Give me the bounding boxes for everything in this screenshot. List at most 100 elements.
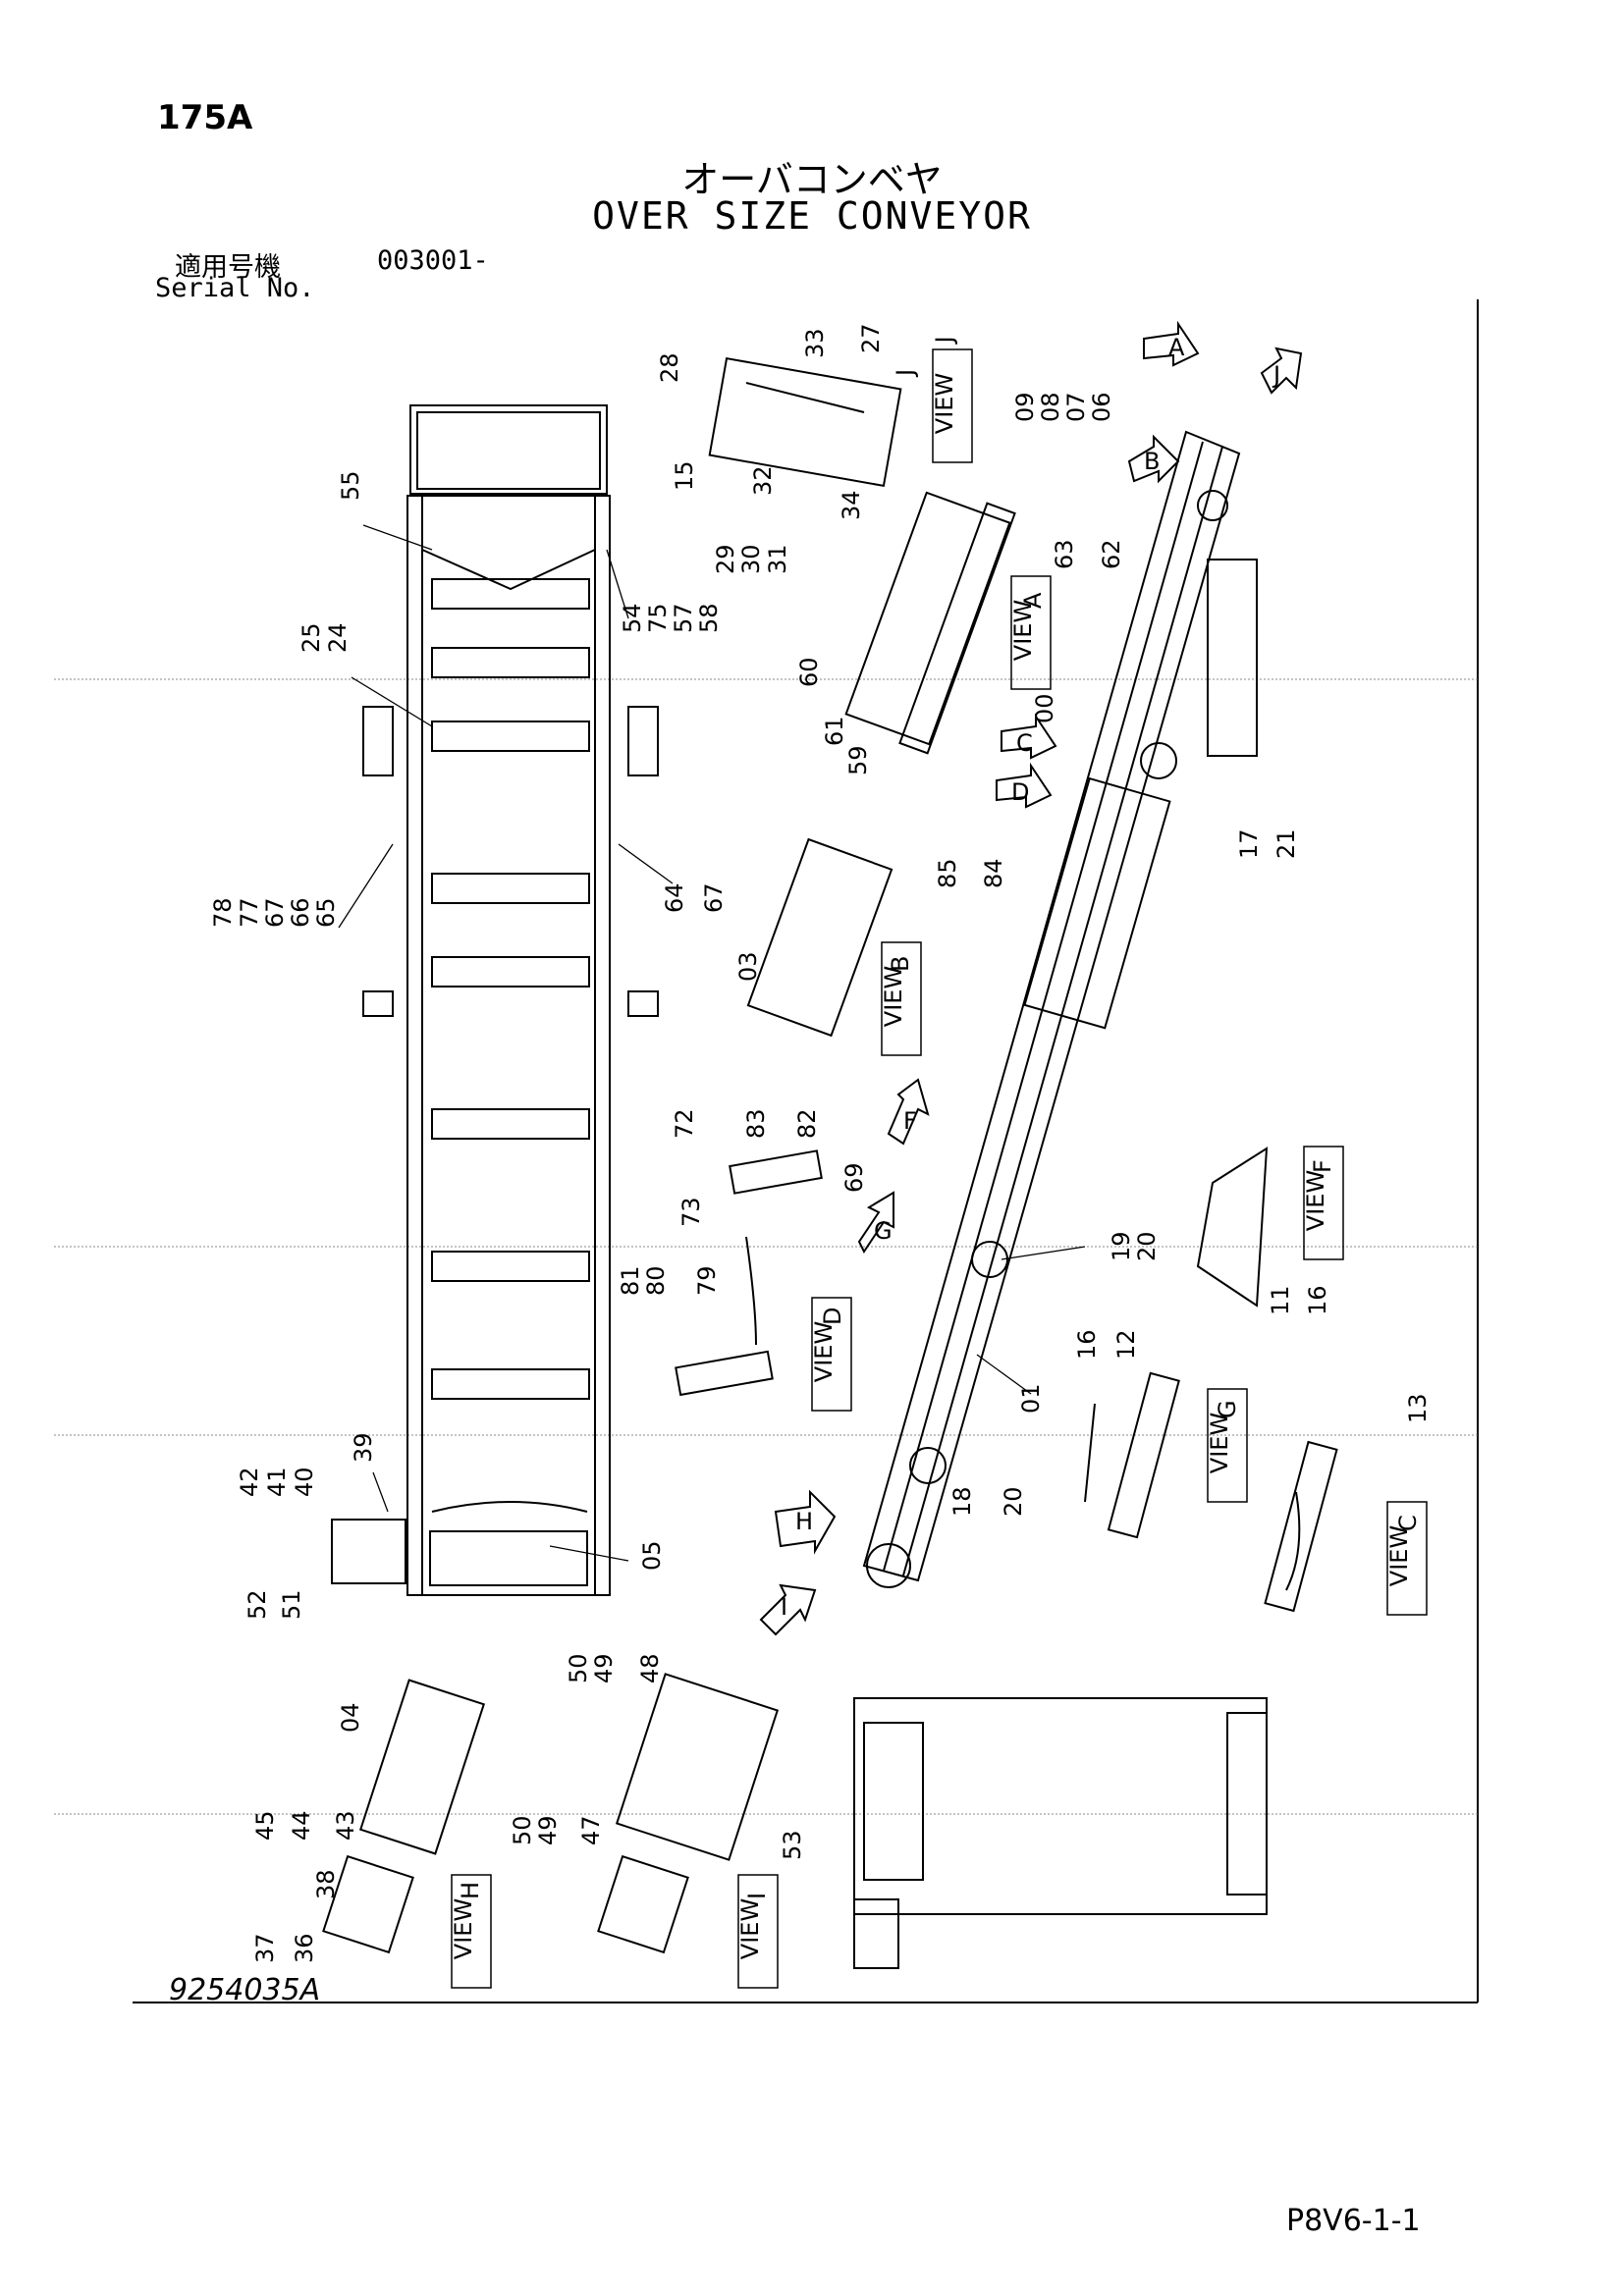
callout: 81 <box>617 1265 644 1296</box>
callout: 12 <box>1112 1329 1140 1360</box>
svg-text:H: H <box>795 1508 813 1535</box>
callout: 47 <box>577 1815 605 1845</box>
callout: 37 <box>251 1933 279 1963</box>
callout: 31 <box>764 544 791 574</box>
callout: 62 <box>1098 539 1125 569</box>
svg-text:VIEW: VIEW <box>810 1321 838 1382</box>
callout: 20 <box>1000 1486 1027 1517</box>
callout: 41 <box>263 1467 291 1497</box>
callout: 21 <box>1272 828 1300 859</box>
svg-text:VIEW: VIEW <box>450 1898 477 1959</box>
callout: 83 <box>742 1108 770 1139</box>
svg-text:VIEW: VIEW <box>1206 1413 1233 1473</box>
callout: 33 <box>801 328 829 358</box>
callout: 06 <box>1088 392 1115 422</box>
callout: 73 <box>677 1197 705 1227</box>
callout: 15 <box>671 460 698 491</box>
callout: 49 <box>590 1653 618 1683</box>
svg-text:VIEW: VIEW <box>736 1898 764 1959</box>
svg-text:D: D <box>1011 778 1029 806</box>
svg-text:VIEW: VIEW <box>1385 1525 1413 1586</box>
detail-view-a <box>844 491 1016 755</box>
detail-view-g <box>1084 1371 1180 1539</box>
callout: 67 <box>700 882 728 913</box>
view-box-i: VIEW <box>736 1874 779 1989</box>
callout: 64 <box>661 882 688 913</box>
arrow-marker-a <box>1143 320 1200 367</box>
callout: 05 <box>638 1540 666 1571</box>
callout: 09 <box>1011 392 1039 422</box>
callout: 01 <box>1017 1383 1045 1414</box>
view-text: VIEW <box>931 373 958 434</box>
arrow-marker-h <box>774 1489 837 1555</box>
callout: 84 <box>980 858 1007 888</box>
callout: 16 <box>1304 1285 1331 1315</box>
callout: 40 <box>291 1467 318 1497</box>
arrow-marker-i <box>759 1583 817 1636</box>
detail-view-f <box>1196 1147 1269 1308</box>
callout: 45 <box>251 1810 279 1841</box>
callout: 30 <box>737 544 765 574</box>
callout: 72 <box>671 1108 698 1139</box>
serial-label-japanese: 適用号機 <box>175 252 281 283</box>
callout: 66 <box>287 897 314 928</box>
callout: 51 <box>278 1589 305 1620</box>
title-japanese: オーバコンベヤ <box>681 158 943 201</box>
callout: 49 <box>534 1815 562 1845</box>
part-callouts: 55 25 24 54 75 57 58 64 67 78 77 67 66 6… <box>209 323 1432 1963</box>
drawing-number: 9254035A <box>169 1973 321 2007</box>
callout: 77 <box>236 897 263 928</box>
callout: 03 <box>734 951 762 982</box>
rear-view <box>853 1697 1268 1969</box>
callout: 69 <box>840 1162 868 1193</box>
detail-view-b <box>746 837 893 1038</box>
callout: 65 <box>312 897 340 928</box>
callout: 59 <box>844 745 872 775</box>
callout: 50 <box>565 1653 592 1683</box>
callout: 29 <box>712 544 739 574</box>
svg-text:J: J <box>931 336 958 345</box>
view-letter-a: A <box>1019 592 1047 609</box>
svg-text:VIEW: VIEW <box>1009 600 1037 661</box>
callout: 11 <box>1267 1285 1294 1315</box>
svg-text:B: B <box>1144 448 1160 475</box>
svg-text:C: C <box>1016 729 1033 757</box>
detail-view-i <box>597 1673 780 1954</box>
callout: 34 <box>838 490 865 520</box>
callout: 16 <box>1073 1329 1101 1360</box>
callout: 54 <box>619 603 646 633</box>
view-letter-h: H <box>457 1882 484 1899</box>
callout: 52 <box>244 1589 271 1620</box>
view-letter-j: J <box>892 369 919 378</box>
callout: 13 <box>1404 1393 1432 1423</box>
svg-text:A: A <box>1168 334 1185 361</box>
detail-view-d <box>675 1149 823 1397</box>
arrow-marker-f <box>887 1078 930 1146</box>
callout: 17 <box>1235 828 1263 859</box>
callout: 43 <box>332 1810 359 1841</box>
serial-label-english: Serial No. <box>155 273 315 303</box>
view-box-b: VIEW <box>880 941 922 1056</box>
title-english: OVER SIZE CONVEYOR <box>592 194 1032 238</box>
callout: 80 <box>642 1265 670 1296</box>
view-box-j: VIEW J <box>931 336 973 463</box>
callout: 32 <box>749 465 777 496</box>
arrow-marker-b <box>1127 434 1180 484</box>
callout: 08 <box>1037 392 1064 422</box>
view-letter-g: G <box>1214 1400 1241 1418</box>
callout: 53 <box>779 1830 806 1860</box>
callout: 07 <box>1062 392 1090 422</box>
callout: 28 <box>656 352 683 383</box>
view-box-f: VIEW <box>1302 1146 1344 1260</box>
callout: 39 <box>350 1432 377 1463</box>
callout: 38 <box>312 1869 340 1899</box>
callout: 55 <box>337 470 364 501</box>
inclined-conveyor-side-view <box>862 430 1258 1588</box>
detail-view-c <box>1264 1440 1338 1613</box>
callout: 24 <box>324 622 352 653</box>
callout: 78 <box>209 897 237 928</box>
detail-view-j <box>708 356 902 488</box>
detail-view-h <box>322 1679 486 1954</box>
page-reference: P8V6-1-1 <box>1286 2204 1421 2238</box>
